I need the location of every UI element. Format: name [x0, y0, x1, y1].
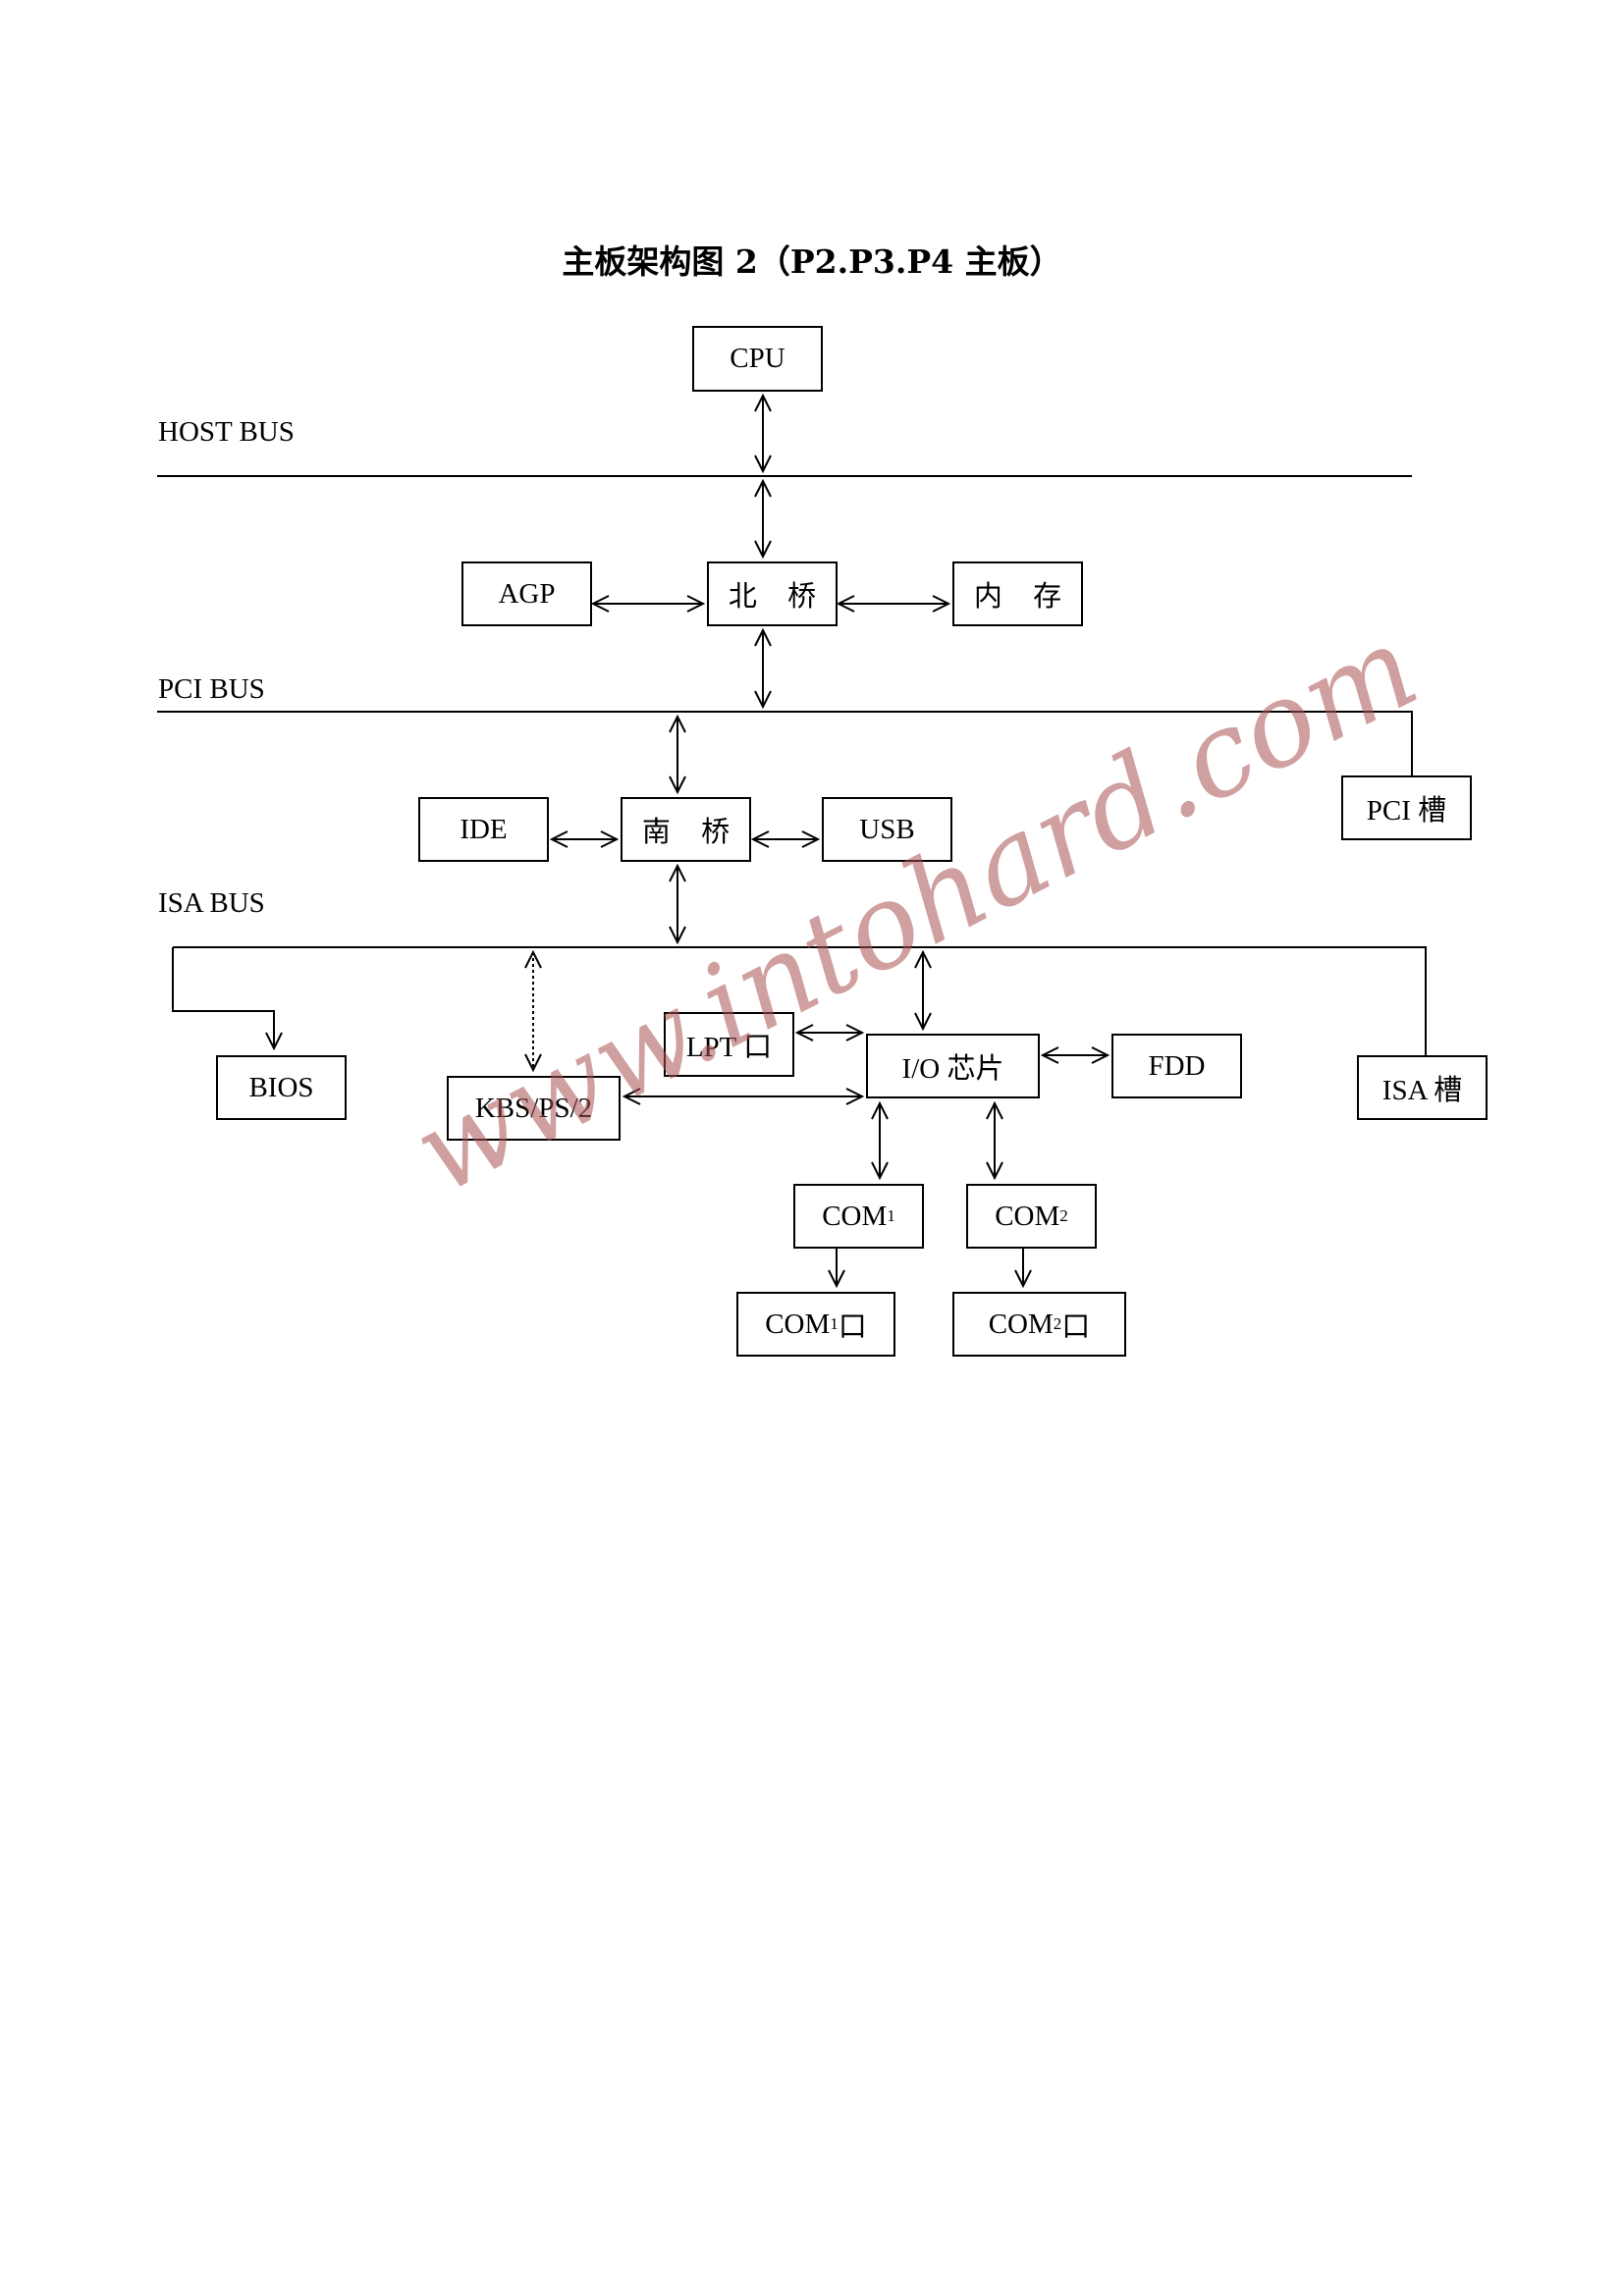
- isa-bus-line: [173, 946, 1427, 1055]
- pci-bus-line: [157, 711, 1413, 775]
- kbs-ps2-box: KBS/PS/2: [447, 1076, 621, 1141]
- pci-bus-label: PCI BUS: [158, 673, 265, 705]
- north-bridge-box: 北 桥: [707, 561, 838, 626]
- usb-box: USB: [822, 797, 952, 862]
- host-bus-label: HOST BUS: [158, 416, 295, 448]
- ide-box: IDE: [418, 797, 549, 862]
- isa-bios-arrow: [172, 947, 274, 1048]
- pci-slot-box: PCI 槽: [1341, 775, 1472, 840]
- agp-box: AGP: [461, 561, 592, 626]
- com2-port-base: COM: [988, 1308, 1054, 1340]
- isa-bus-label: ISA BUS: [158, 887, 265, 919]
- com1-port-suffix: 口: [838, 1311, 867, 1343]
- isa-slot-box: ISA 槽: [1357, 1055, 1488, 1120]
- cpu-box: CPU: [692, 326, 823, 392]
- bios-box: BIOS: [216, 1055, 347, 1120]
- com1-port-base: COM: [765, 1308, 831, 1340]
- lpt-port-box: LPT 口: [664, 1012, 794, 1077]
- com2-port-suffix: 口: [1061, 1311, 1091, 1343]
- fdd-box: FDD: [1111, 1034, 1242, 1098]
- io-chip-box: I/O 芯片: [866, 1034, 1040, 1098]
- south-bridge-box: 南 桥: [621, 797, 751, 862]
- memory-box: 内 存: [952, 561, 1083, 626]
- diagram-title: 主板架构图 2（P2.P3.P4 主板）: [562, 242, 1062, 281]
- com1-base: COM: [822, 1200, 888, 1232]
- com2-base: COM: [995, 1200, 1060, 1232]
